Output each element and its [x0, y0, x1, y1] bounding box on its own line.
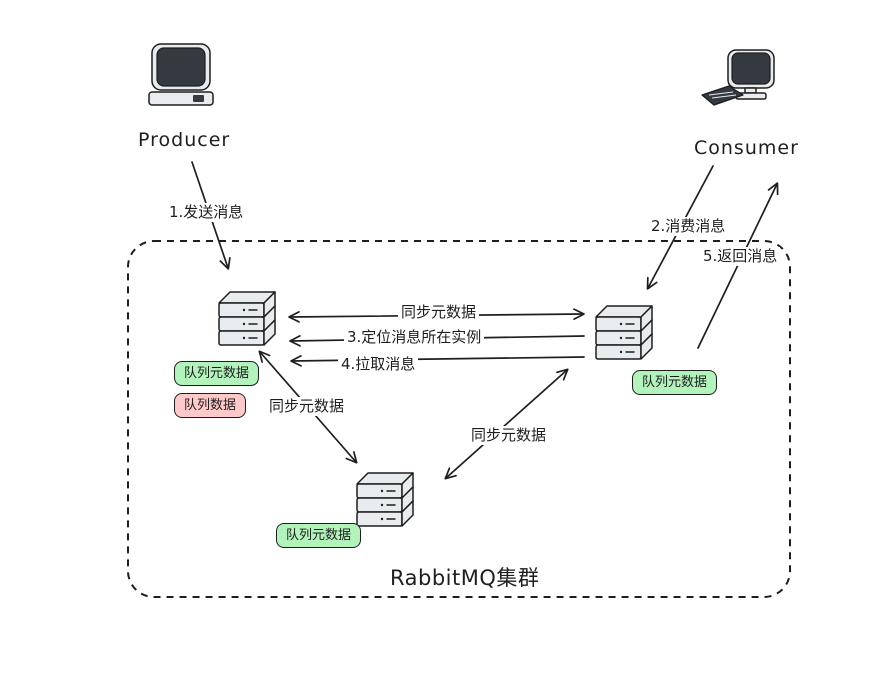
server-left-icon	[218, 291, 276, 346]
consumer-icon	[701, 49, 775, 106]
badge-queue-metadata-left: 队列元数据	[174, 361, 260, 386]
edge-label-send: 1.发送消息	[166, 203, 247, 223]
server-right-icon	[595, 305, 653, 360]
badge-queue-metadata-bottom: 队列元数据	[276, 523, 362, 548]
badge-queue-data-left: 队列数据	[174, 393, 247, 418]
edge-label-consume: 2.消费消息	[648, 217, 729, 237]
cluster-label: RabbitMQ集群	[390, 566, 540, 590]
edge-label-sync-bottom-right: 同步元数据	[468, 426, 550, 446]
cluster-boundary	[127, 240, 791, 598]
badge-queue-metadata-right: 队列元数据	[632, 370, 718, 395]
consumer-label: Consumer	[694, 137, 799, 159]
server-bottom-icon	[356, 472, 414, 527]
producer-icon	[148, 43, 214, 106]
edge-label-sync-top: 同步元数据	[398, 303, 480, 323]
edge-label-reply: 5.返回消息	[700, 247, 781, 267]
arrow-sync-bottom-right	[444, 368, 569, 480]
edge-label-pull: 4.拉取消息	[338, 355, 419, 375]
keyboard-icon	[701, 85, 744, 106]
arrow-pull	[290, 355, 585, 367]
edge-label-sync-left-bottom: 同步元数据	[266, 397, 348, 417]
producer-label: Producer	[138, 129, 231, 151]
edge-label-locate: 3.定位消息所在实例	[344, 328, 485, 348]
